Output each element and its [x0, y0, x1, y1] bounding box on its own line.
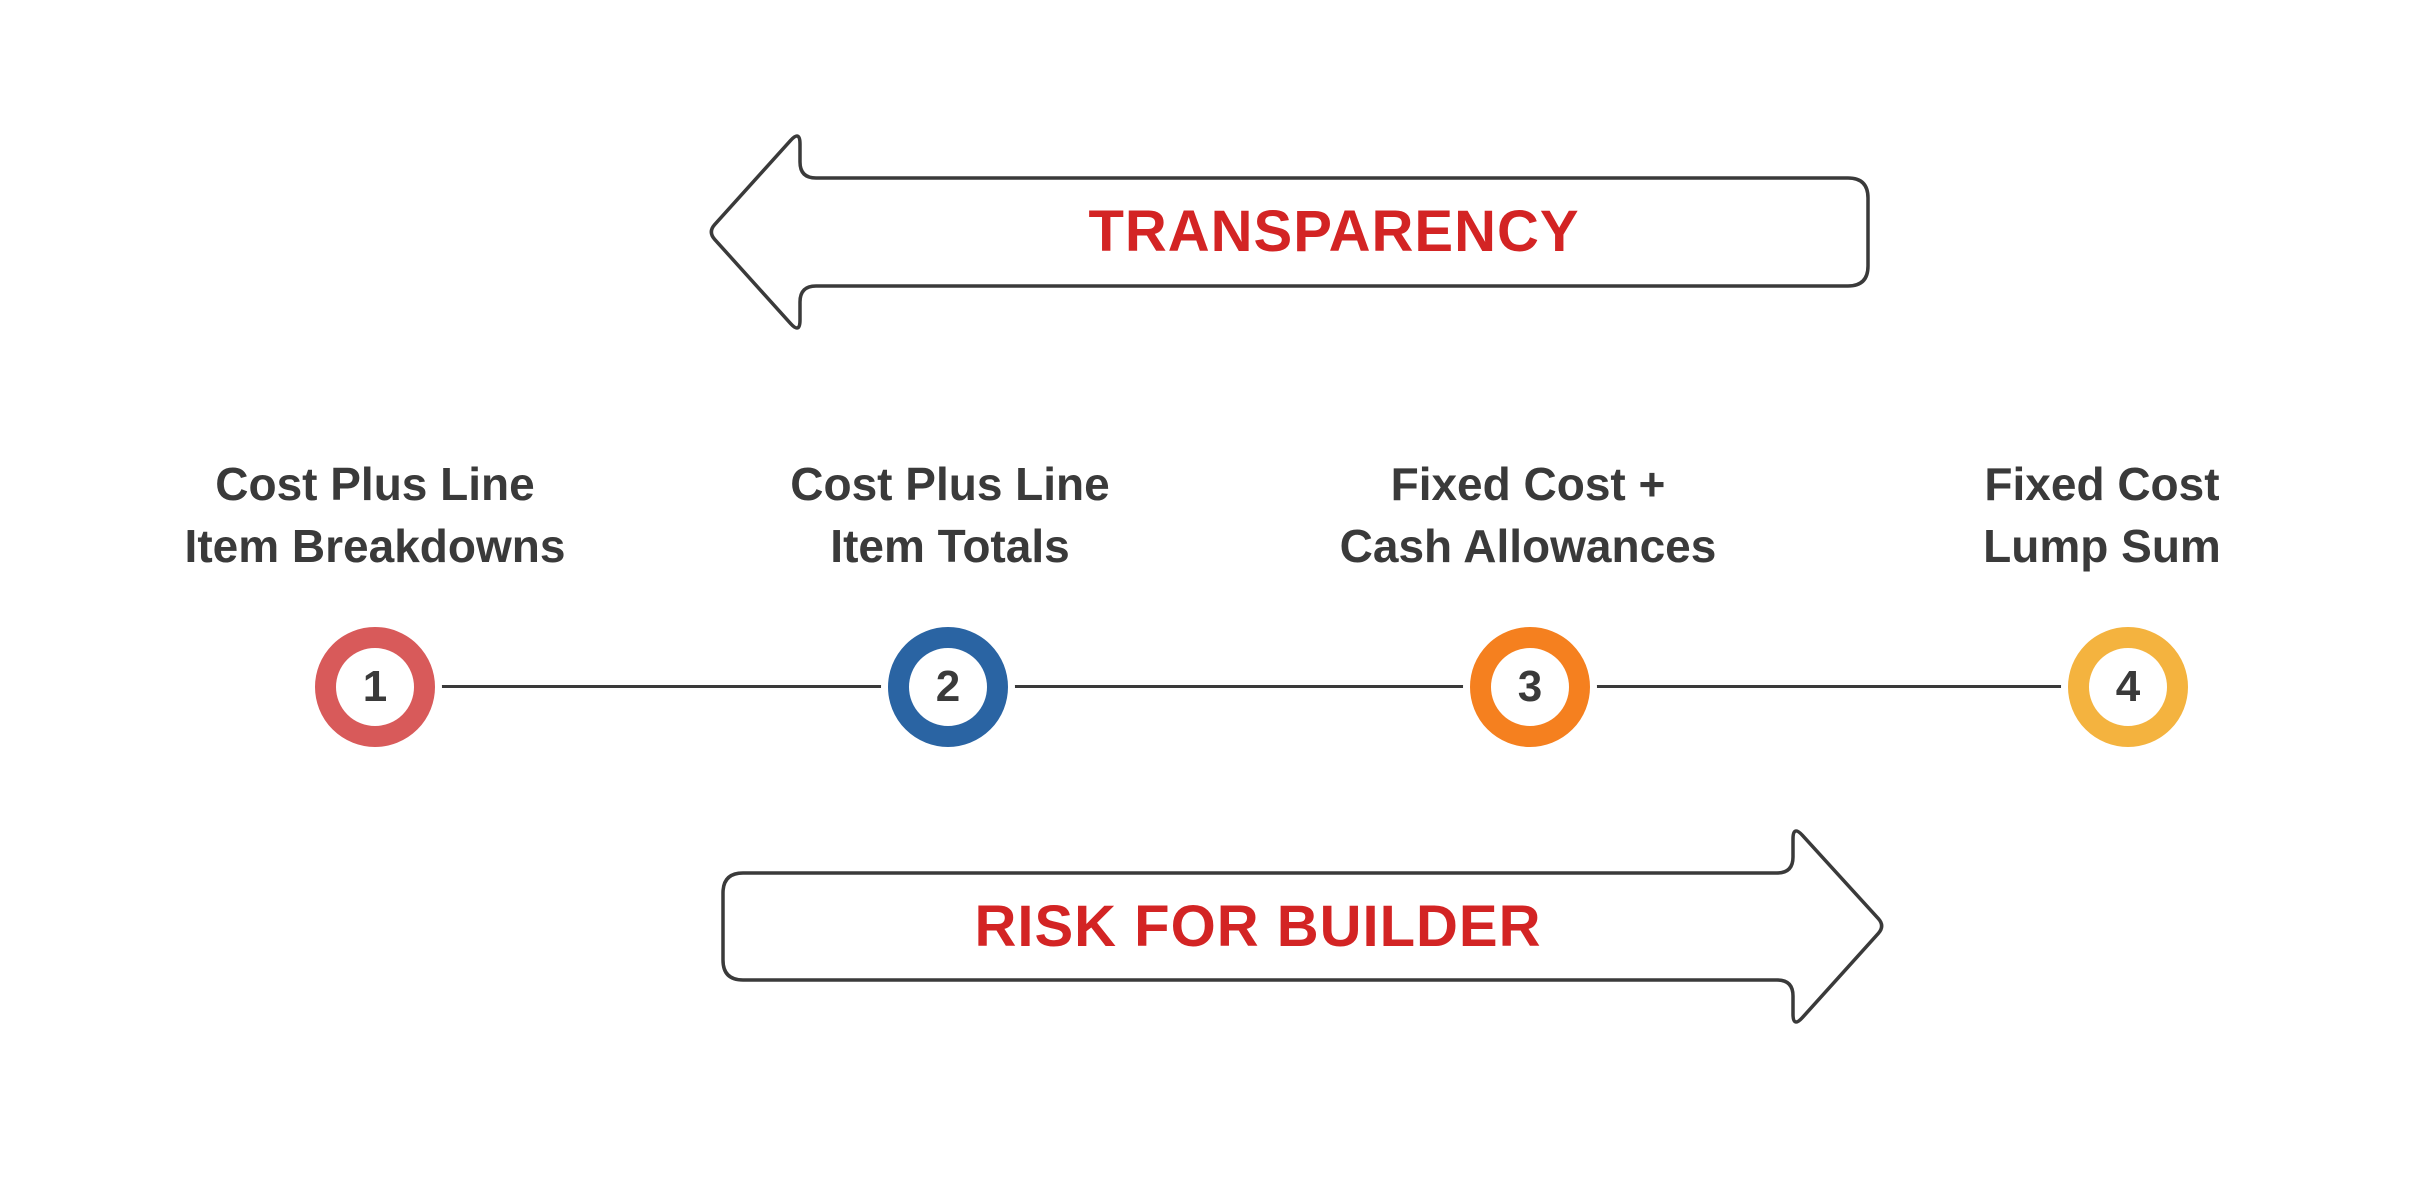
- step-label-line2: Item Breakdowns: [184, 520, 566, 572]
- risk-for-builder-label: RISK FOR BUILDER: [974, 893, 1542, 959]
- step-circle-icon: 2: [888, 627, 1008, 747]
- step-label-line1: Fixed Cost: [1984, 458, 2220, 510]
- step-number: 3: [1517, 662, 1543, 711]
- risk-arrow-right-icon: [721, 829, 1884, 1024]
- step-number: 1: [362, 662, 388, 711]
- step-label-line2: Lump Sum: [1983, 520, 2221, 572]
- step-number: 2: [935, 662, 961, 711]
- timeline-connector-line: [375, 685, 2128, 688]
- step-label-line1: Cost Plus Line: [215, 458, 535, 510]
- step-label-line2: Cash Allowances: [1339, 520, 1717, 572]
- step-label-line1: Fixed Cost +: [1390, 458, 1666, 510]
- step-label: Fixed Cost + Cash Allowances: [1340, 453, 1717, 577]
- step-circle-icon: 3: [1470, 627, 1590, 747]
- transparency-arrow-left-icon: [709, 134, 1870, 330]
- step-label-line1: Cost Plus Line: [790, 458, 1110, 510]
- step-circle-icon: 4: [2068, 627, 2188, 747]
- step-number: 4: [2115, 662, 2141, 711]
- transparency-label: TRANSPARENCY: [1088, 198, 1580, 264]
- step-circle-icon: 1: [315, 627, 435, 747]
- step-label-line2: Item Totals: [830, 520, 1070, 572]
